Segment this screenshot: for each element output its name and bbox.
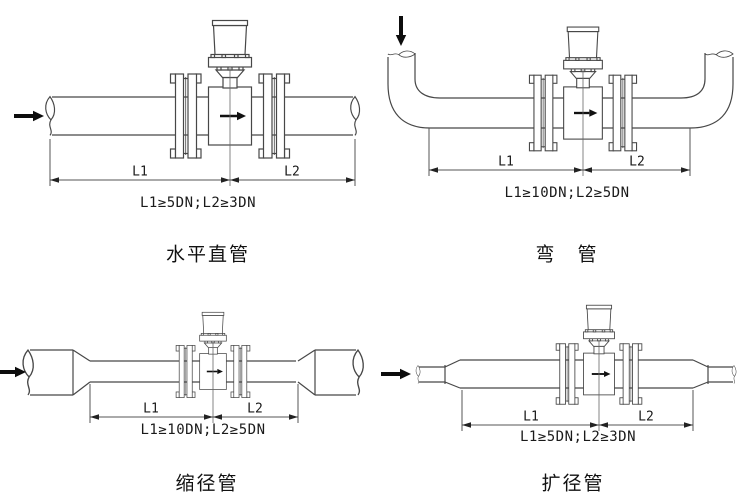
- pipe: [22, 349, 364, 396]
- diagram-caption: 缩径管: [175, 472, 239, 495]
- dimension-lines: [428, 70, 691, 176]
- diagram-bend: [387, 15, 734, 176]
- dim-l1-label: L1: [498, 154, 514, 170]
- dim-l1-label: L1: [523, 409, 539, 425]
- diagram-reducer: [0, 312, 364, 423]
- flow-arrow: [380, 368, 412, 380]
- flow-arrow: [0, 366, 27, 378]
- diagram-expander: [380, 305, 737, 431]
- pipe: [45, 96, 361, 136]
- diagram-caption: 弯 管: [535, 243, 599, 266]
- straight-run-rule: L1≥5DN;L2≥3DN: [139, 195, 257, 211]
- diagram-caption: 扩径管: [541, 472, 605, 495]
- diagram-caption: 水平直管: [165, 243, 251, 266]
- dim-l2-label: L2: [284, 164, 300, 180]
- flow-arrow-down: [395, 15, 407, 47]
- straight-run-rule: L1≥5DN;L2≥3DN: [519, 429, 637, 445]
- dim-l2-label: L2: [247, 401, 263, 417]
- dimension-lines: [49, 68, 356, 186]
- dim-l2-label: L2: [638, 409, 654, 425]
- diagram-horizontal-straight: [13, 21, 361, 186]
- pipe: [387, 50, 734, 129]
- pipe: [415, 359, 737, 389]
- dimension-lines: [89, 342, 299, 423]
- straight-run-rule: L1≥10DN;L2≥5DN: [504, 185, 630, 201]
- dim-l1-label: L1: [143, 401, 159, 417]
- dimension-lines: [461, 340, 694, 431]
- dim-l2-label: L2: [629, 154, 645, 170]
- dim-l1-label: L1: [132, 164, 148, 180]
- straight-run-rule: L1≥10DN;L2≥5DN: [140, 422, 266, 438]
- flow-arrow: [13, 110, 45, 122]
